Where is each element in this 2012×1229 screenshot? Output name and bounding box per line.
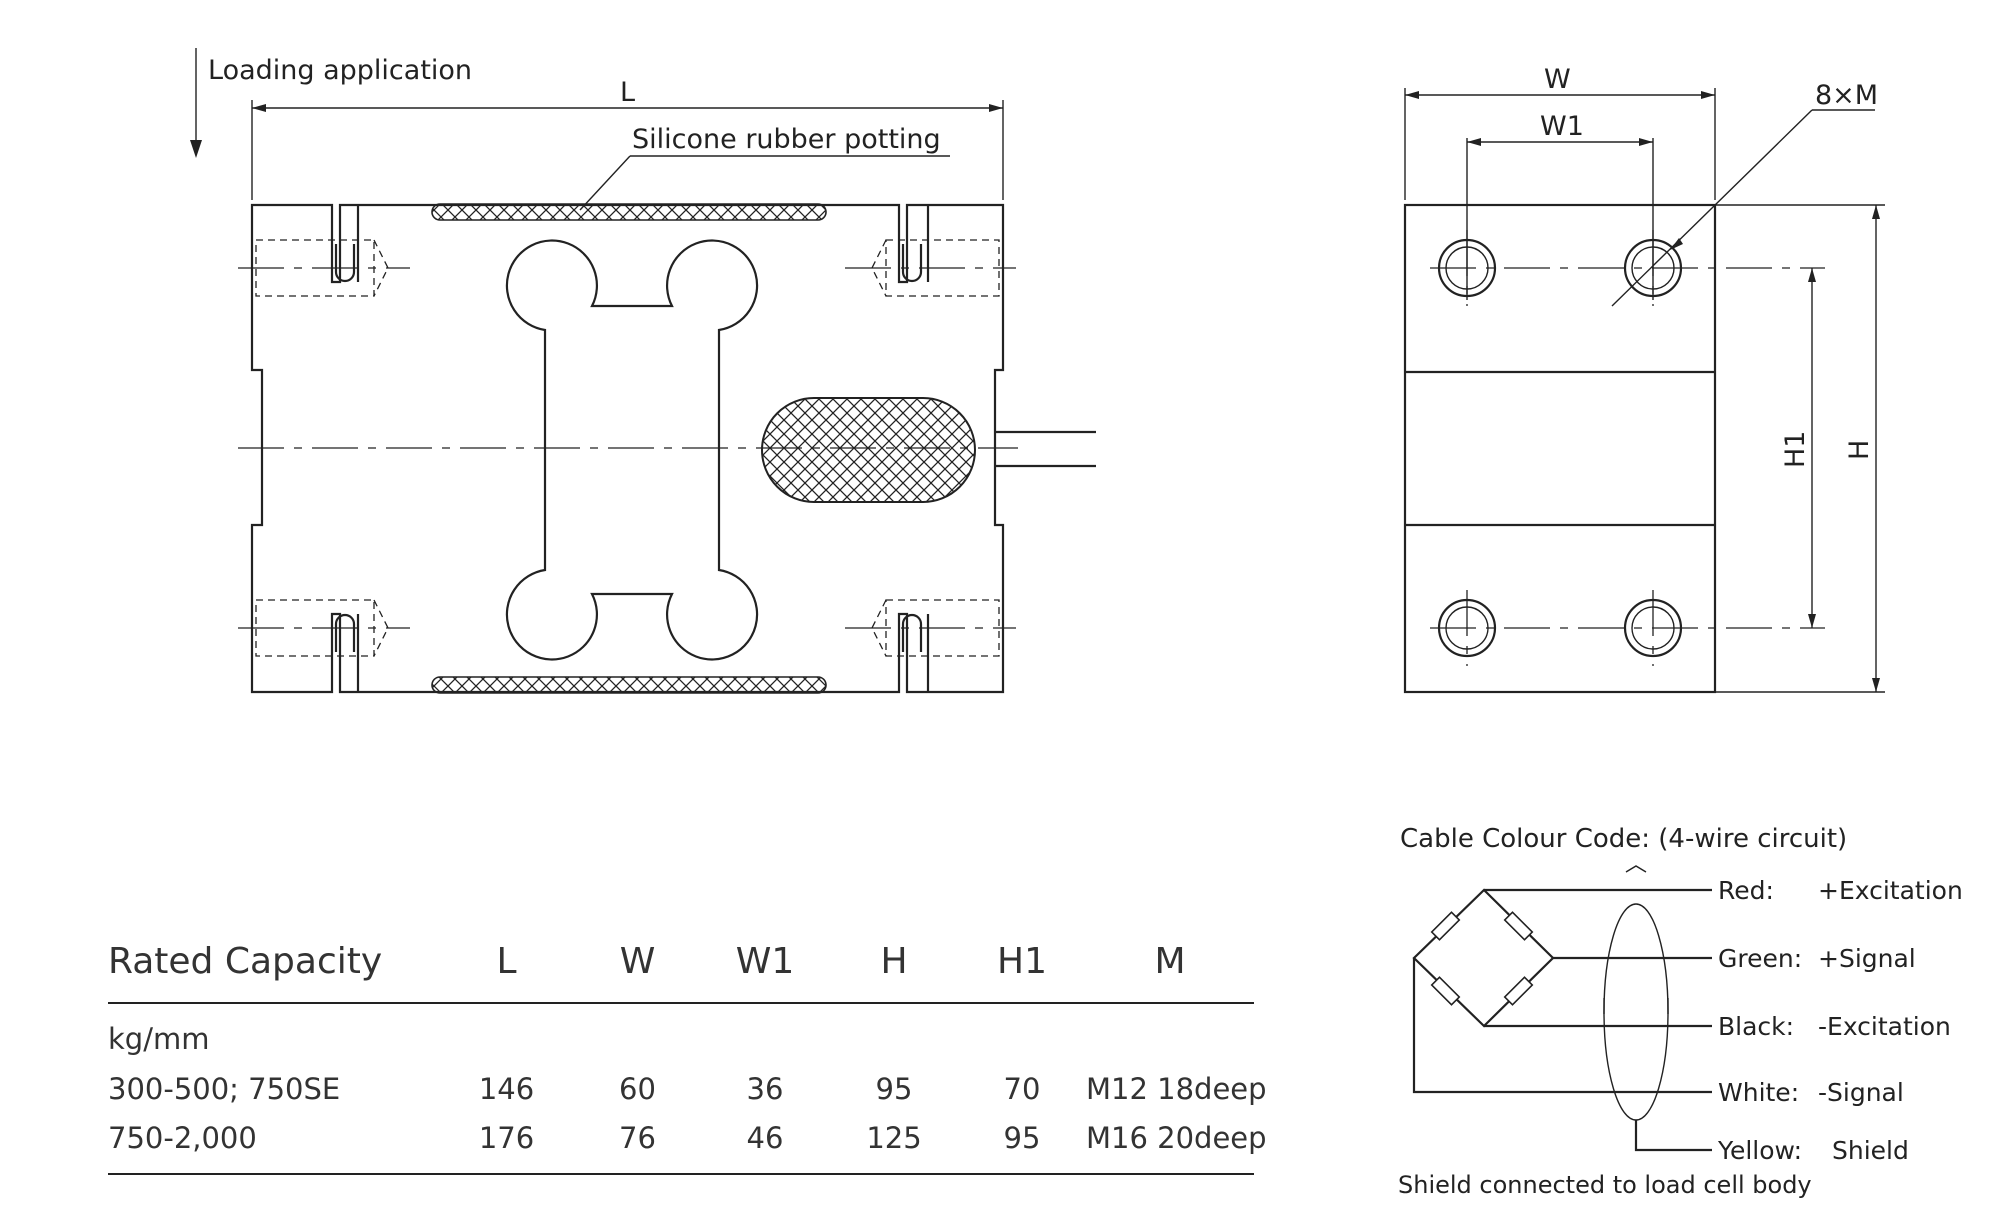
threaded-hole-bottom-right [845,599,1016,657]
header-W: W [619,940,656,982]
dim-H-label: H [1844,440,1875,460]
cable [995,430,1096,468]
front-view: Loading application L Silicone rubber po… [190,48,1096,694]
cell-W1: 46 [746,1120,784,1155]
cell-L: 176 [478,1120,535,1155]
cell-H: 95 [875,1071,913,1106]
cable-shield [1603,903,1669,1121]
table-header-row: Rated Capacity L W W1 H H1 M [108,920,1254,1004]
cell-W1: 36 [746,1071,784,1106]
threaded-hole-top-right [845,239,1016,297]
wire-function-label: +Excitation [1818,876,1963,905]
strain-cutout [505,239,759,661]
table-row: 750-2,000 176 76 46 125 95 M16 20deep [108,1113,1267,1162]
cell-H1: 95 [1003,1120,1041,1155]
potting-label: Silicone rubber potting [632,124,941,155]
spec-table: Rated Capacity L W W1 H H1 M kg/mm 300-5… [108,920,1267,1162]
dim-M-label: 8×M [1815,80,1878,111]
header-L: L [496,940,517,982]
wire-color-label: Yellow: [1717,1136,1802,1165]
side-view: W W1 8×M [1403,64,1885,694]
header-H1: H1 [997,940,1047,982]
wire-color-label: Green: [1718,944,1802,973]
header-rated-capacity: Rated Capacity [108,940,383,982]
header-W1: W1 [735,940,795,982]
cell-W: 60 [619,1071,656,1106]
dim-W1-label: W1 [1540,111,1584,142]
shield-note: Shield connected to load cell body [1398,1171,1812,1199]
table-unit-row: kg/mm [108,1004,1254,1064]
wheatstone-bridge [1412,888,1555,1028]
threaded-hole-top-left [238,239,410,297]
loading-application-label: Loading application [208,55,472,86]
unit-label: kg/mm [108,1022,210,1056]
wire-color-label: White: [1718,1078,1799,1107]
potting-strip-top [431,203,827,221]
cell-H1: 70 [1003,1071,1041,1106]
header-M: M [1154,940,1186,982]
cell-L: 146 [478,1071,535,1106]
cell-W: 76 [619,1120,656,1155]
table-bottom-rule [108,1173,1254,1175]
side-body [1403,203,1717,694]
wire-function-label: -Excitation [1818,1012,1951,1041]
wiring-title: Cable Colour Code: (4-wire circuit) [1400,824,1847,854]
wire-function-label: +Signal [1818,944,1916,973]
cell-capacity: 750-2,000 [108,1120,257,1155]
cell-M: M12 18deep [1086,1071,1267,1106]
wire-function-label: -Signal [1818,1078,1904,1107]
dim-W-label: W [1544,64,1571,95]
dim-H1-label: H1 [1780,431,1811,468]
wire-function-label: Shield [1832,1136,1909,1165]
cell-M: M16 20deep [1086,1120,1267,1155]
cell-H: 125 [866,1120,922,1155]
dim-L-label: L [620,77,635,108]
header-H: H [880,940,908,982]
cable-entry-potting [761,397,976,503]
threaded-hole-bottom-left [238,599,410,657]
potting-strip-bottom [431,676,827,694]
wire-color-label: Red: [1718,876,1774,905]
cell-capacity: 300-500; 750SE [108,1071,341,1106]
dim-L-line [251,100,1004,200]
loading-arrow [190,48,202,158]
wire-color-label: Black: [1718,1012,1794,1041]
table-row: 300-500; 750SE 146 60 36 95 70 M12 18dee… [108,1064,1267,1113]
wiring-diagram: Cable Colour Code: (4-wire circuit) Red:… [1398,824,1963,1199]
